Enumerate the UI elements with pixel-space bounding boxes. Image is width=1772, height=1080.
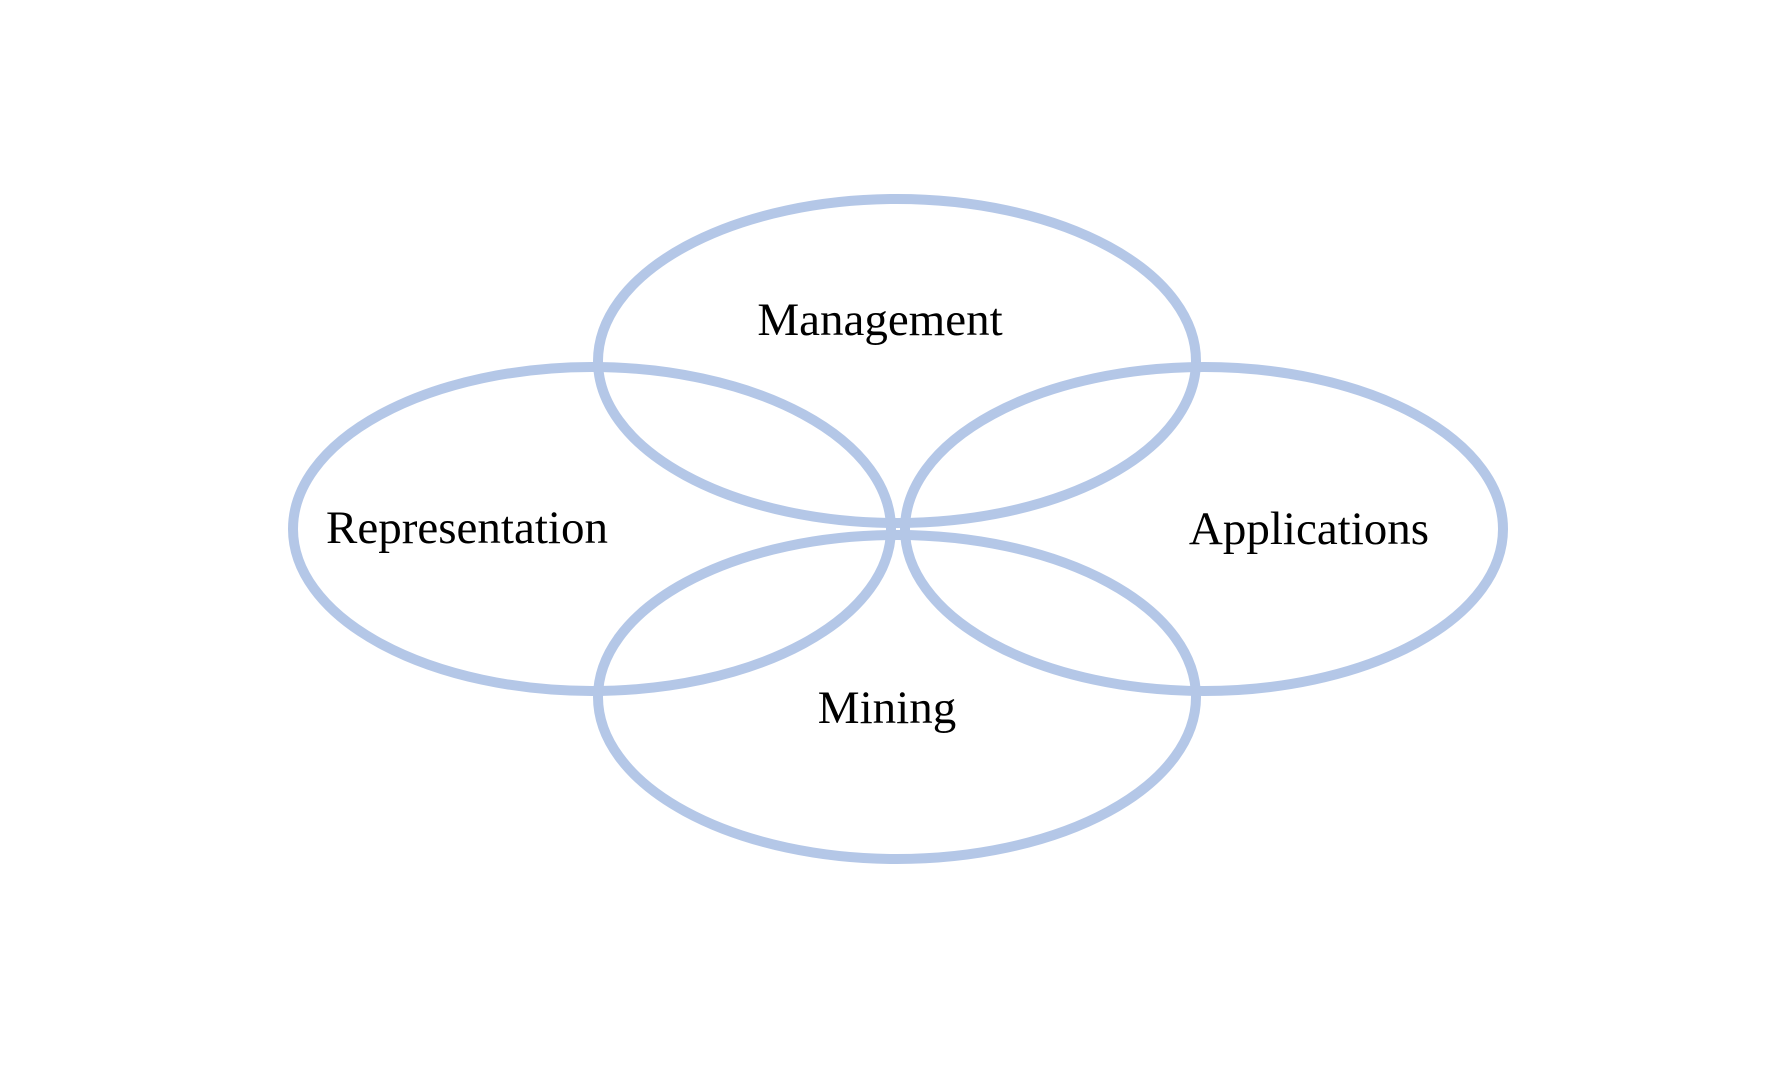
label-applications: Applications bbox=[1189, 503, 1429, 555]
label-mining: Mining bbox=[818, 682, 956, 734]
label-management: Management bbox=[757, 294, 1002, 346]
ellipse-applications bbox=[900, 362, 1508, 696]
ellipse-management bbox=[593, 194, 1201, 528]
label-representation: Representation bbox=[326, 502, 608, 554]
ellipse-representation bbox=[288, 362, 896, 696]
ellipse-group bbox=[288, 194, 1508, 864]
ellipse-mining bbox=[593, 530, 1201, 864]
